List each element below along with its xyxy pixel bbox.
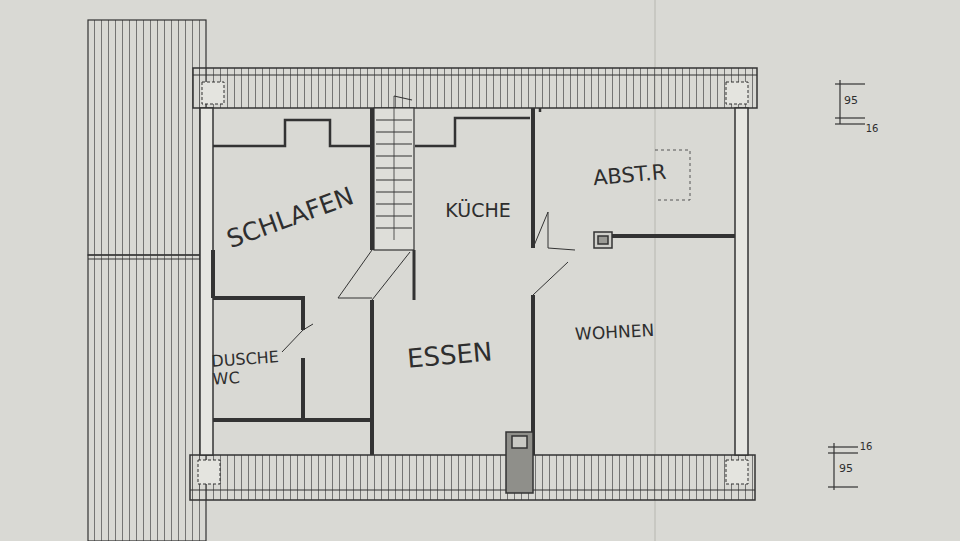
dimension: 16 xyxy=(866,123,879,134)
exterior-strip xyxy=(88,20,206,541)
room-name: DUSCHE WC xyxy=(211,348,293,389)
room-name: KÜCHE xyxy=(445,200,510,221)
wall xyxy=(200,108,748,455)
dimension: 95 xyxy=(844,95,858,107)
interior-wall xyxy=(213,108,735,455)
roof-band xyxy=(190,68,757,500)
room-name: ABST.R xyxy=(592,161,667,190)
staircase xyxy=(374,96,414,300)
room-name: SCHLAFEN xyxy=(223,182,357,253)
dimension: 16 xyxy=(860,441,873,452)
room-name: ESSEN xyxy=(406,337,493,373)
room-name: WOHNEN xyxy=(575,321,655,344)
door-swing xyxy=(282,212,575,352)
dimension-mark xyxy=(828,80,865,490)
dimension: 95 xyxy=(839,463,853,475)
chimney xyxy=(506,232,612,493)
